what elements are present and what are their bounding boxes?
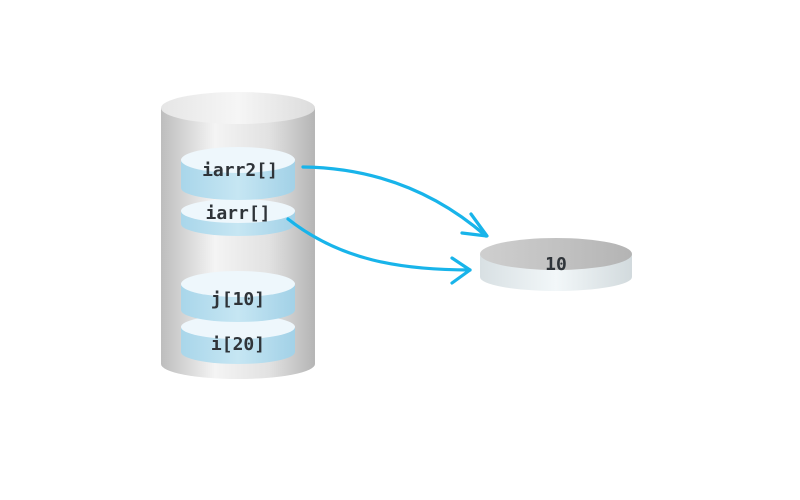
pointer-arrow-iarr2 [301, 165, 489, 238]
pointer-arrow-iarr [286, 217, 472, 285]
disk-j10 [181, 271, 295, 322]
disk-label-iarr: iarr[] [205, 203, 270, 224]
disk-label-i20: i[20] [211, 334, 265, 355]
disk-iarr2 [181, 147, 295, 200]
value-plate [480, 238, 632, 291]
disk-iarr [181, 199, 295, 236]
disk-label-j10: j[10] [211, 289, 265, 310]
disk-i20 [181, 315, 295, 364]
disk-label-iarr2: iarr2[] [202, 160, 278, 181]
value-plate-label: 10 [545, 254, 567, 275]
